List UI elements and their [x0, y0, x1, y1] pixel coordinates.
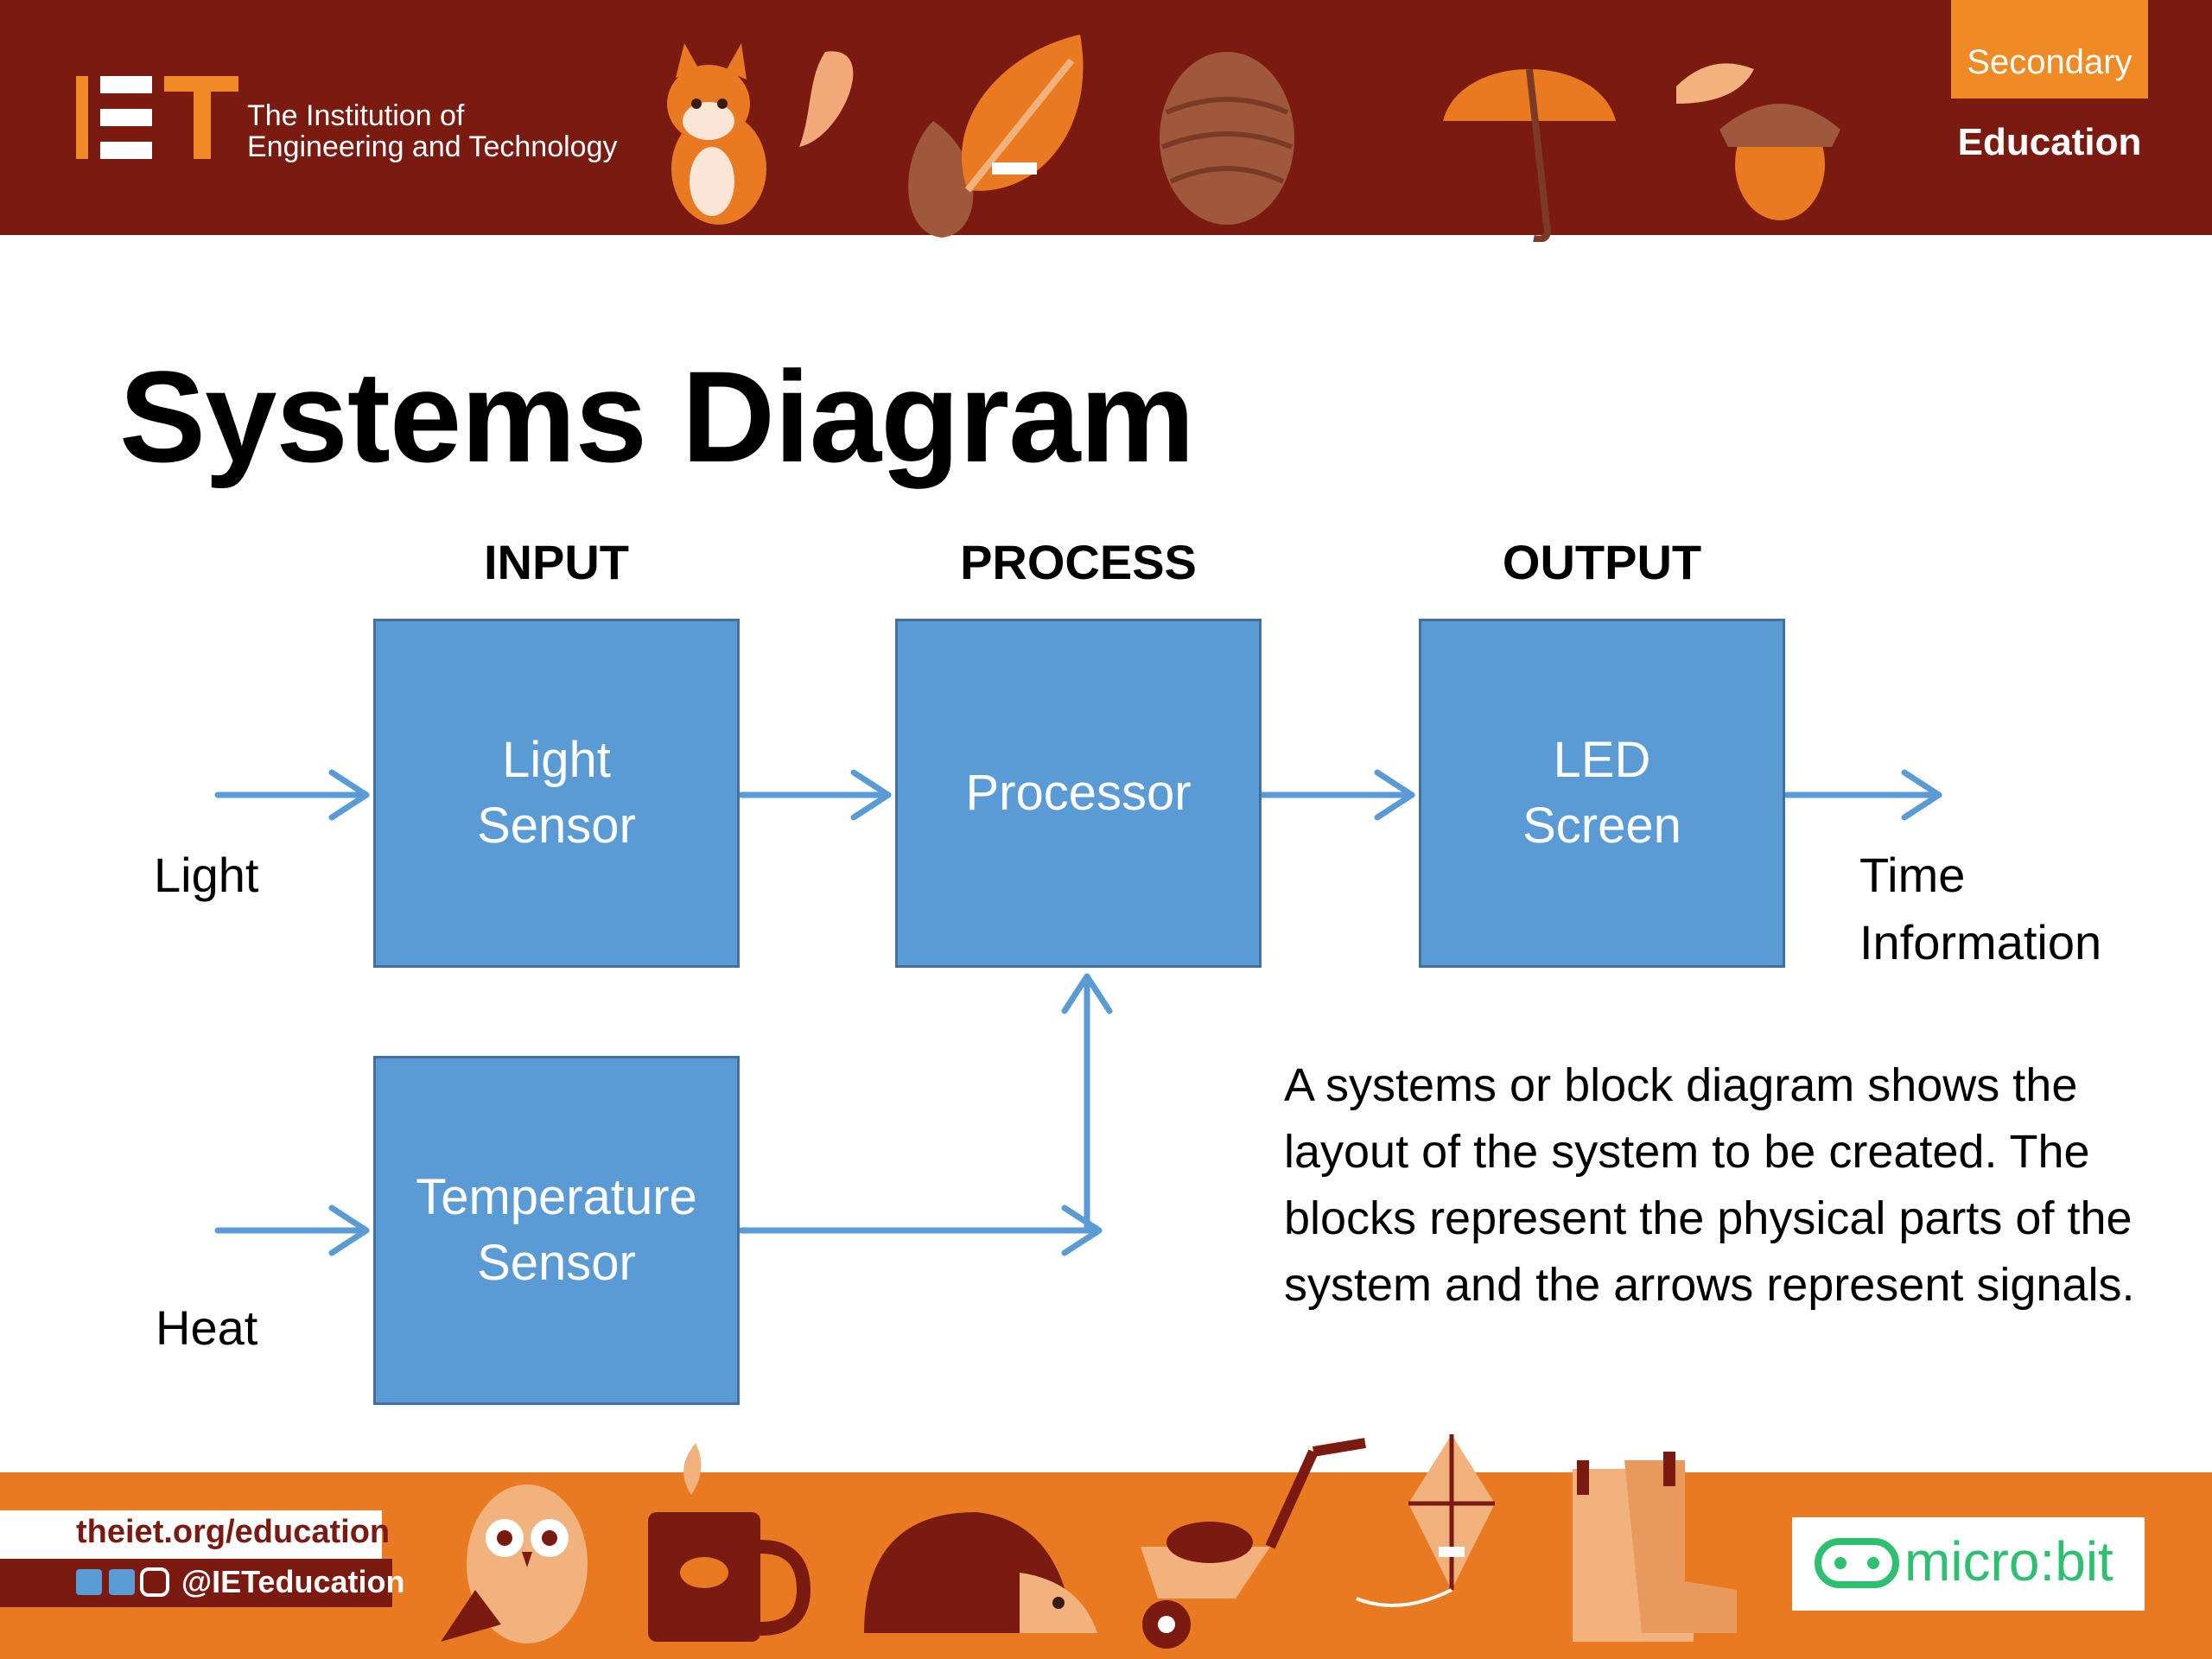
umbrella-icon	[1443, 68, 1616, 242]
institution-line-1: The Institution of	[247, 99, 465, 132]
led-screen-label: LED Screen	[1522, 732, 1681, 854]
institution-line-2: Engineering and Technology	[247, 130, 618, 163]
social-handle[interactable]: @IETeducation	[181, 1564, 405, 1599]
boots-icon	[1573, 1452, 1737, 1642]
squirrel-icon	[667, 43, 854, 225]
arrow-temperature-to-junction	[738, 1205, 1103, 1256]
light-sensor-label: Light Sensor	[477, 732, 636, 854]
temperature-sensor-label: Temperature Sensor	[416, 1169, 697, 1291]
acorn-icon	[1676, 63, 1840, 220]
light-signal-label: Light	[154, 848, 259, 902]
time-information-label: Time Information	[1859, 848, 2102, 969]
institution-name: The Institution of Engineering and Techn…	[247, 100, 618, 162]
arrow-heat-to-sensor	[214, 1205, 370, 1256]
light-sensor-block: Light Sensor	[373, 619, 740, 968]
microbit-icon	[1815, 1538, 1899, 1588]
social-media-icons	[76, 1567, 169, 1597]
owl-icon	[441, 1484, 588, 1643]
leaves-icon	[908, 35, 1084, 238]
microbit-logo-text: micro:bit	[1904, 1530, 2113, 1592]
hedgehog-icon	[864, 1512, 1097, 1633]
arrow-sensor-to-processor	[738, 769, 892, 821]
social-box	[0, 1559, 392, 1607]
facebook-icon	[109, 1569, 135, 1595]
mug-icon	[648, 1443, 811, 1642]
wheelbarrow-icon	[1141, 1438, 1366, 1649]
diagram-description: A systems or block diagram shows the lay…	[1284, 1059, 2135, 1311]
arrow-junction-to-processor	[1061, 973, 1113, 1234]
autumn-footer-illustration	[441, 1434, 1737, 1649]
url-box	[0, 1510, 382, 1559]
kite-icon	[1356, 1434, 1495, 1607]
autumn-header-illustration	[667, 35, 1840, 242]
arrow-screen-to-output	[1783, 769, 1942, 821]
iet-logo-icon	[76, 76, 238, 159]
output-heading: OUTPUT	[1502, 535, 1702, 589]
led-screen-block: LED Screen	[1419, 619, 1785, 968]
twitter-icon	[76, 1569, 102, 1595]
temperature-sensor-block: Temperature Sensor	[373, 1056, 740, 1405]
secondary-tab	[1951, 0, 2148, 99]
slide-title: Systems Diagram	[119, 344, 1195, 489]
processor-block: Processor	[895, 619, 1262, 968]
processor-label: Processor	[965, 765, 1192, 821]
header-banner	[0, 0, 2212, 235]
microbit-logo-box	[1792, 1517, 2145, 1611]
input-heading: INPUT	[484, 535, 629, 589]
process-heading: PROCESS	[960, 535, 1197, 589]
website-link[interactable]: theiet.org/education	[76, 1514, 391, 1550]
arrow-light-to-sensor	[214, 769, 370, 821]
heat-signal-label: Heat	[156, 1300, 258, 1355]
pine-cone-icon	[1160, 52, 1294, 225]
secondary-label: Secondary	[1967, 43, 2133, 81]
education-label: Education	[1957, 121, 2142, 163]
instagram-icon	[140, 1567, 169, 1597]
arrow-processor-to-screen	[1260, 769, 1415, 821]
